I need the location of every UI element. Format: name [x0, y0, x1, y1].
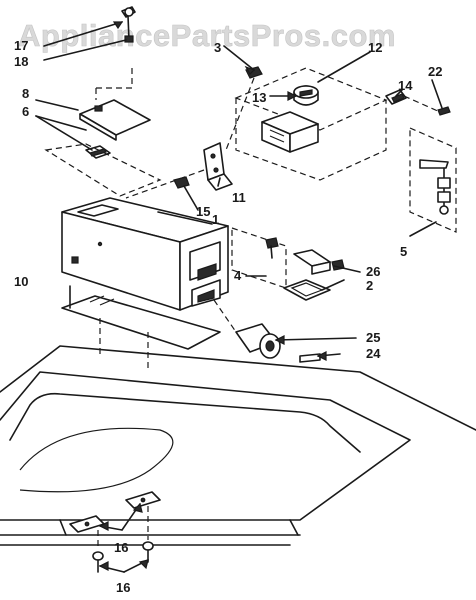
callout-23: 18 — [14, 54, 28, 69]
callout-10: 10 — [14, 274, 28, 289]
part-13-knob — [293, 85, 319, 106]
part-16-screws — [92, 506, 154, 573]
callout-2: 2 — [366, 278, 373, 293]
part-25-guide — [213, 299, 237, 333]
part-18-guide — [403, 95, 441, 113]
part-14-connector — [385, 89, 407, 105]
callout-6: 4 — [234, 268, 242, 283]
callout-17: 16 — [114, 540, 128, 555]
part-6-screw — [265, 237, 279, 259]
part-17-feet — [69, 491, 161, 533]
callout-labels: 17 18 8 6 3 12 14 22 13 11 15 1 5 26 2 4… — [14, 38, 442, 595]
callout-3: 3 — [214, 40, 221, 55]
part-5-group-outline — [409, 127, 457, 233]
callout-4: 6 — [22, 104, 29, 119]
part-3-guide — [225, 77, 255, 151]
callout-13: 13 — [252, 90, 266, 105]
part-15-screw — [173, 176, 190, 189]
callout-8: 8 — [22, 86, 29, 101]
callout-1: 1 — [212, 212, 219, 227]
part-10-bottom-plate — [61, 295, 221, 372]
watermark-text: AppliancePartsPros.com — [18, 18, 396, 53]
part-18-screw — [437, 106, 451, 116]
callout-11: 11 — [232, 190, 246, 205]
callout-16: 16 — [116, 580, 130, 595]
part-4-mount-outline — [44, 143, 162, 197]
callout-15: 15 — [196, 204, 210, 219]
callout-22: 17 — [14, 38, 28, 53]
callout-14: 14 — [398, 78, 413, 93]
part-1-control-housing — [61, 197, 229, 311]
part-11-guide — [125, 169, 205, 199]
callout-25: 25 — [366, 330, 380, 345]
callout-26: 26 — [366, 264, 380, 279]
part-24-screw — [299, 353, 321, 363]
callout-5: 5 — [400, 244, 407, 259]
callout-24: 24 — [366, 346, 381, 361]
part-11-bracket — [203, 142, 233, 191]
leader-lines — [35, 21, 443, 573]
part-26-bracket — [293, 249, 345, 275]
part-5-linkage — [419, 159, 451, 215]
part-12-timer-module — [261, 111, 319, 153]
cabinet-top-panel — [0, 345, 476, 546]
part-22-23-screw-and-nut — [121, 6, 136, 43]
part-8-cover-plate — [79, 68, 151, 141]
callout-18: 22 — [428, 64, 442, 79]
part-25-actuator — [235, 323, 281, 359]
callout-12: 12 — [368, 40, 382, 55]
